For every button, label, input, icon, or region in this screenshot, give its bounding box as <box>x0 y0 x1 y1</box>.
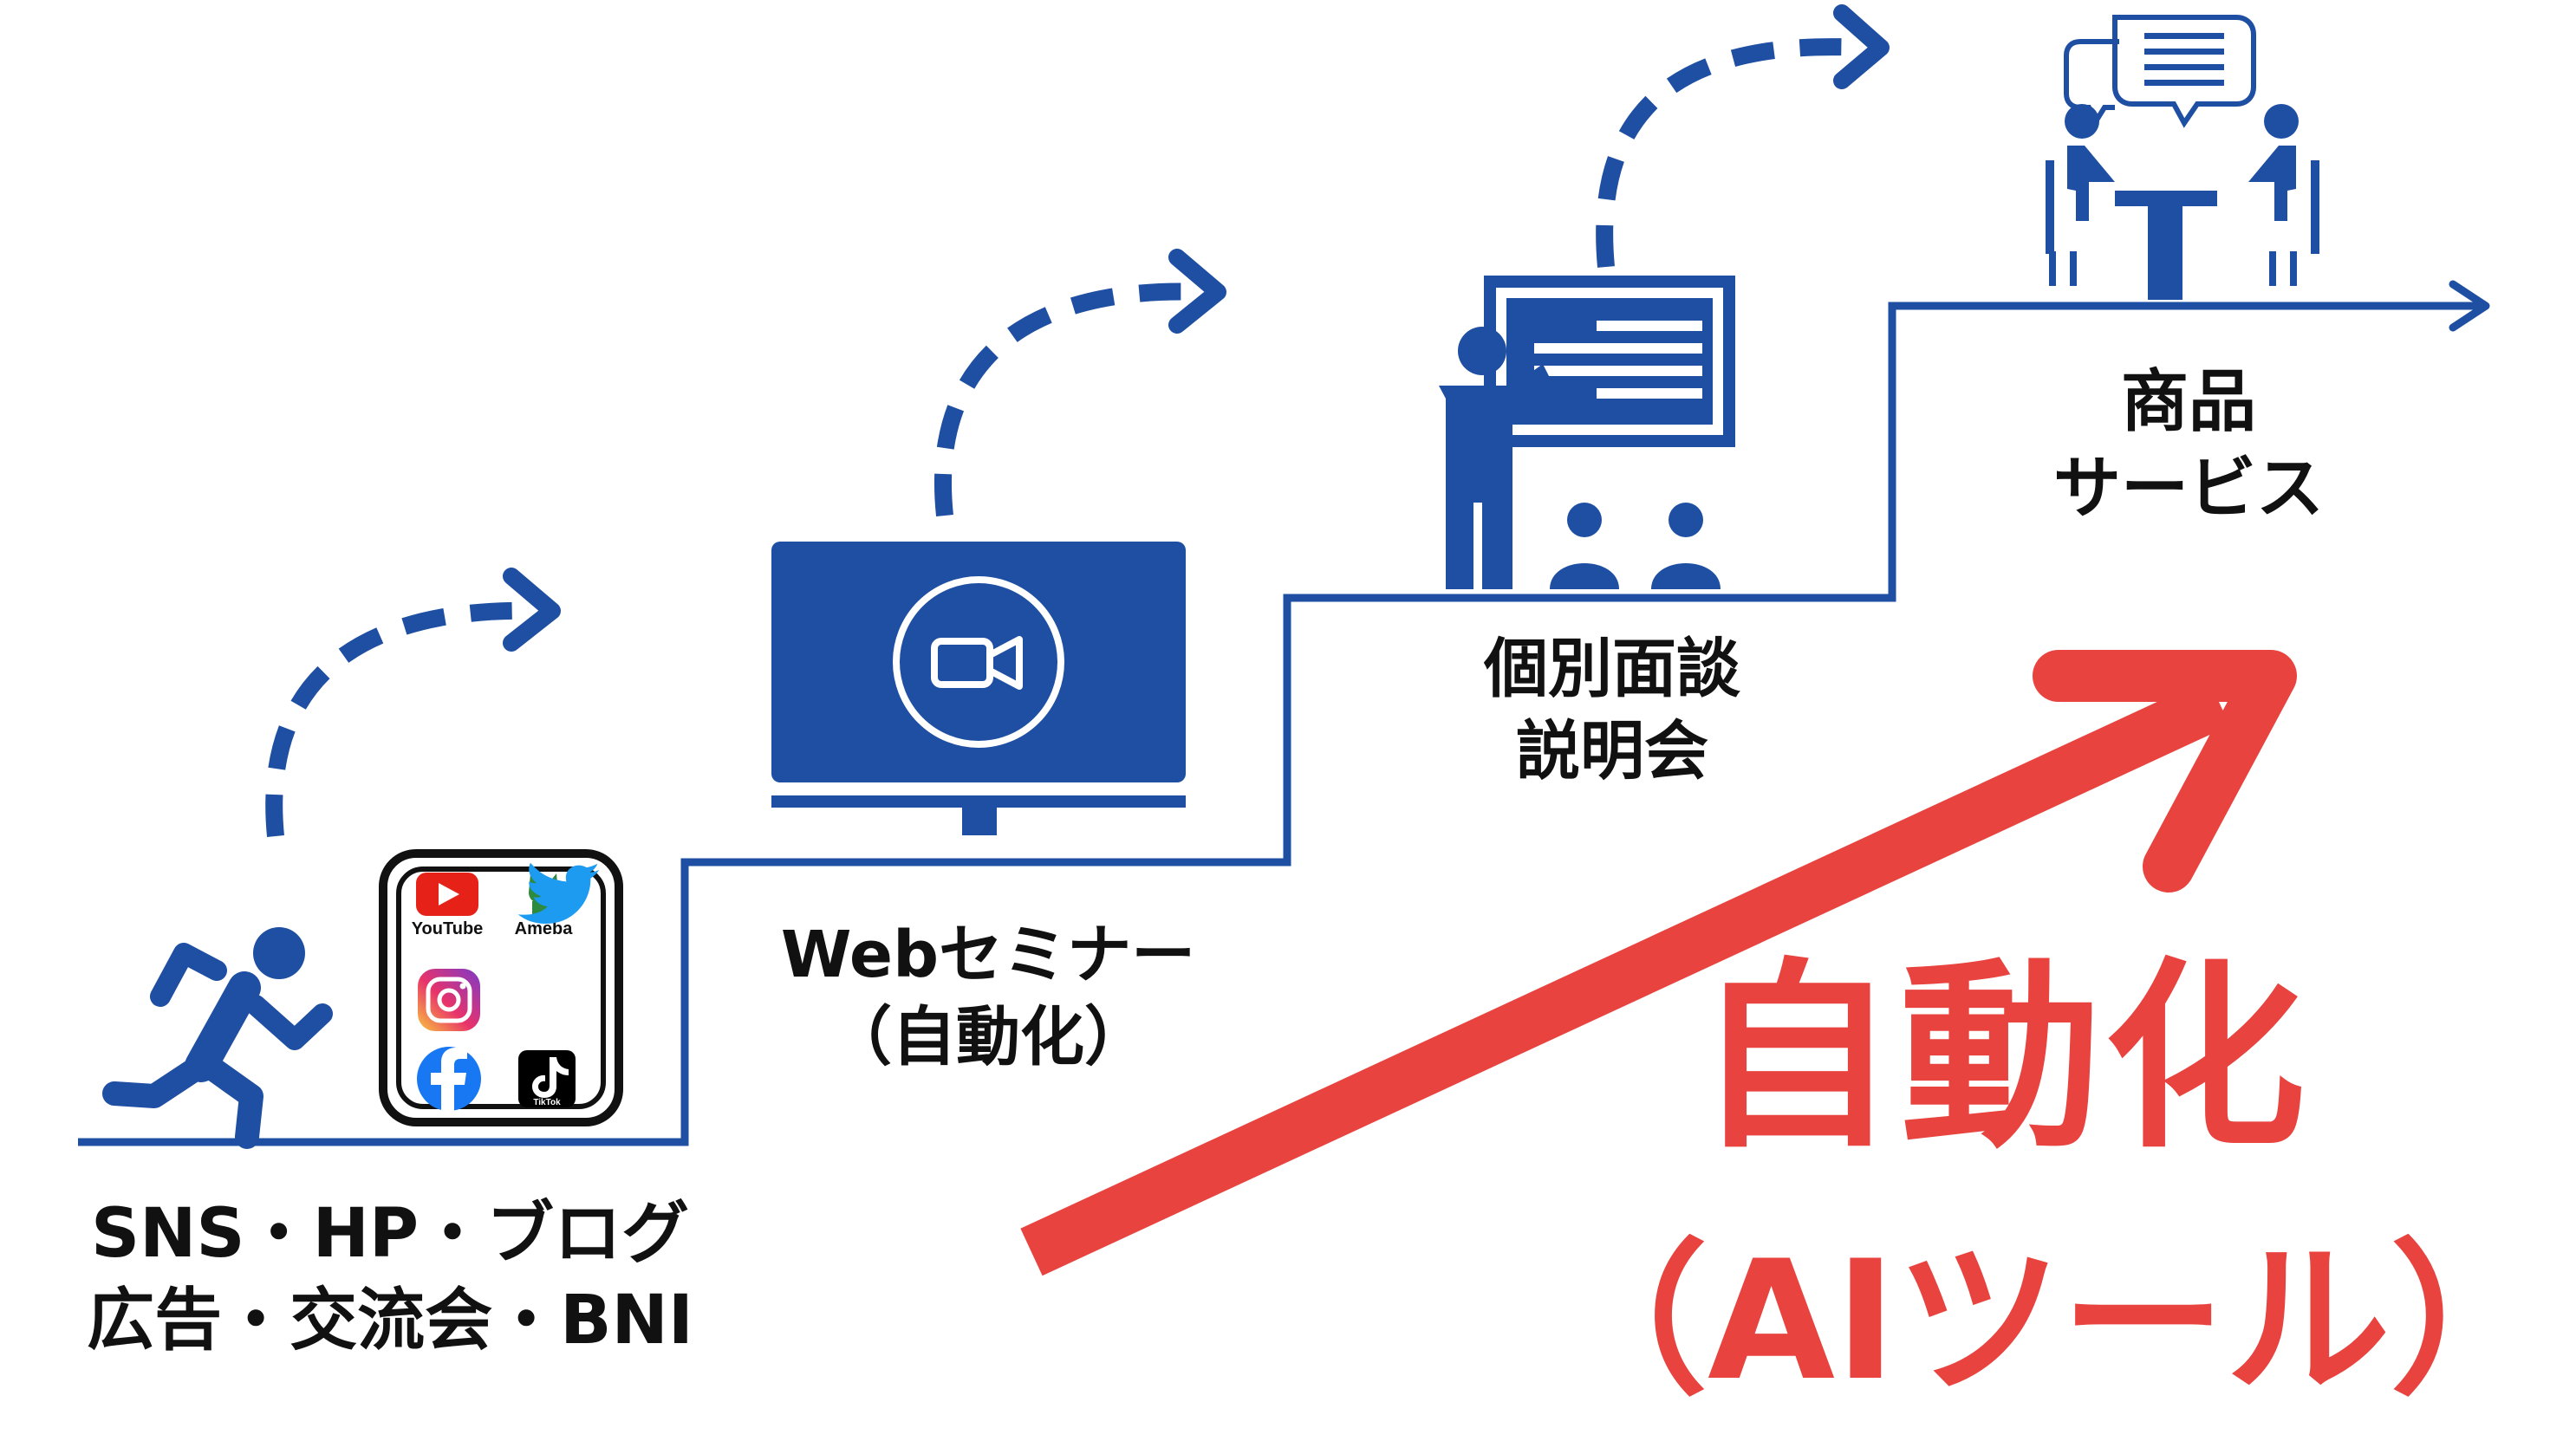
meeting-icon <box>2046 15 2319 300</box>
presentation-icon <box>1439 276 1735 589</box>
youtube-caption: YouTube <box>412 919 484 938</box>
step3-line1: 個別面談 <box>1484 632 1740 706</box>
ameba-caption: Ameba <box>515 919 574 938</box>
step1-label: SNS・HP・ブログ 広告・交流会・BNI <box>35 1191 745 1365</box>
red-growth-arrow <box>1020 650 2297 1276</box>
dashed-arrow-1 <box>265 568 561 837</box>
tiktok-icon: TikTok <box>518 1050 576 1107</box>
twitter-icon <box>517 862 600 924</box>
facebook-icon <box>417 1047 481 1111</box>
tiktok-caption: TikTok <box>533 1098 561 1107</box>
step4-label: 商品 サービス <box>1994 360 2384 533</box>
dashed-arrow-2 <box>934 249 1226 517</box>
step1-line2: 広告・交流会・BNI <box>87 1281 693 1360</box>
step3-label: 個別面談 説明会 <box>1404 628 1820 792</box>
automation-heading: 自動化 <box>1695 941 2309 1175</box>
step1-line1: SNS・HP・ブログ <box>90 1195 690 1273</box>
ai-tool-subheading: （AIツール） <box>1543 1225 2555 1417</box>
step2-line2: （自動化） <box>828 999 1148 1074</box>
staircase-line <box>78 302 2479 1146</box>
dashed-arrow-3 <box>1596 4 1890 268</box>
staircase-arrowhead <box>2449 280 2490 332</box>
instagram-icon <box>418 969 480 1031</box>
step4-line1: 商品 <box>2120 363 2256 441</box>
step2-label: Webセミナー （自動化） <box>711 914 1265 1078</box>
step3-line2: 説明会 <box>1516 713 1708 789</box>
monitor-video-icon <box>771 542 1186 835</box>
step2-line1: Webセミナー <box>780 918 1196 992</box>
step4-line2: サービス <box>2052 449 2324 528</box>
youtube-icon: YouTube <box>412 873 484 938</box>
running-person-icon <box>102 927 333 1149</box>
